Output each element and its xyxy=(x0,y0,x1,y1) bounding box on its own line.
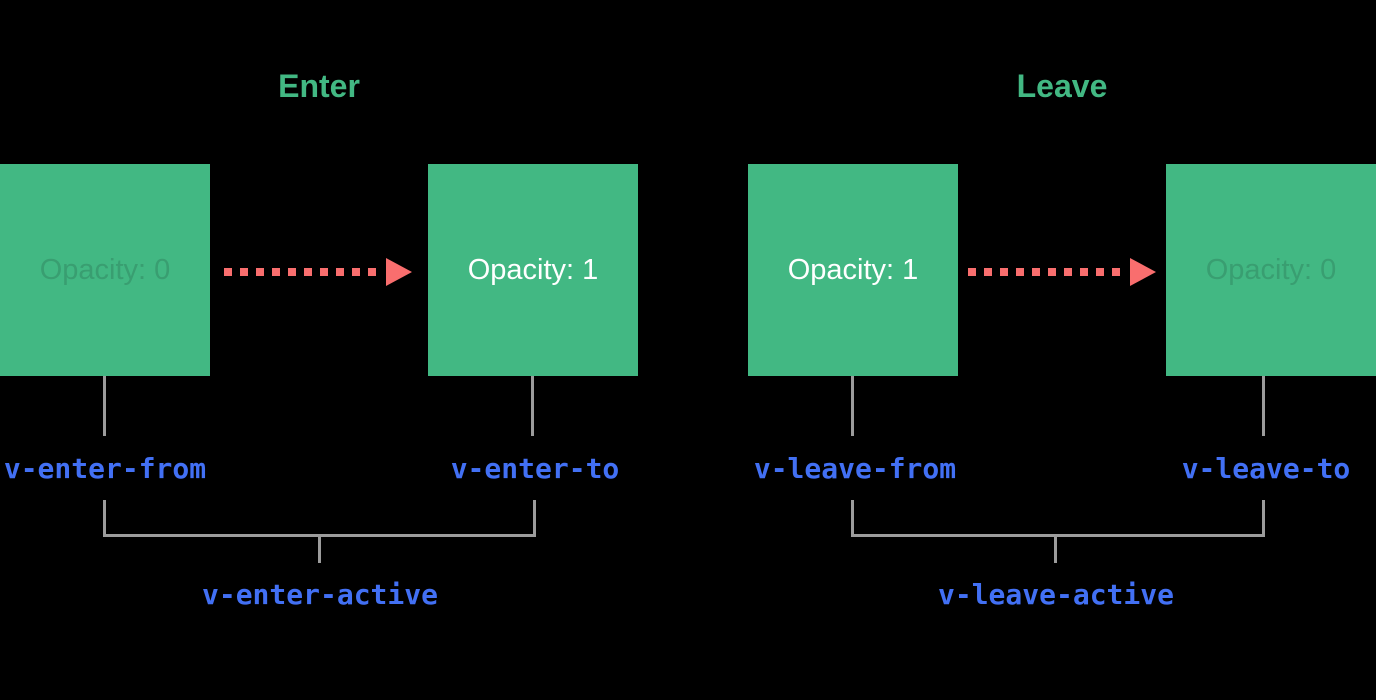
enter-to-box: Opacity: 1 xyxy=(428,164,638,376)
enter-phase-title: Enter xyxy=(278,68,360,104)
bracket-line xyxy=(851,500,1265,537)
leave-to-box: Opacity: 0 xyxy=(1166,164,1376,376)
leave-phase-title: Leave xyxy=(1016,68,1108,104)
opacity-label: Opacity: 0 xyxy=(1205,253,1337,286)
class-label-leave-to: v-leave-to xyxy=(1181,452,1351,485)
bracket-stub-line xyxy=(1054,536,1057,563)
enter-from-box: Opacity: 0 xyxy=(0,164,210,376)
connector-line xyxy=(851,376,854,436)
opacity-label: Opacity: 0 xyxy=(39,253,171,286)
opacity-label: Opacity: 1 xyxy=(787,253,919,286)
class-label-leave-from: v-leave-from xyxy=(753,452,957,485)
class-label-enter-to: v-enter-to xyxy=(450,452,620,485)
class-label-enter-active: v-enter-active xyxy=(201,578,438,611)
connector-line xyxy=(1262,376,1265,436)
class-label-leave-active: v-leave-active xyxy=(937,578,1174,611)
connector-line xyxy=(531,376,534,436)
opacity-label: Opacity: 1 xyxy=(467,253,599,286)
connector-line xyxy=(103,376,106,436)
bracket-line xyxy=(103,500,536,537)
dashed-arrow-icon xyxy=(224,258,412,286)
bracket-stub-line xyxy=(318,536,321,563)
dashed-arrow-icon xyxy=(968,258,1156,286)
leave-from-box: Opacity: 1 xyxy=(748,164,958,376)
class-label-enter-from: v-enter-from xyxy=(3,452,207,485)
